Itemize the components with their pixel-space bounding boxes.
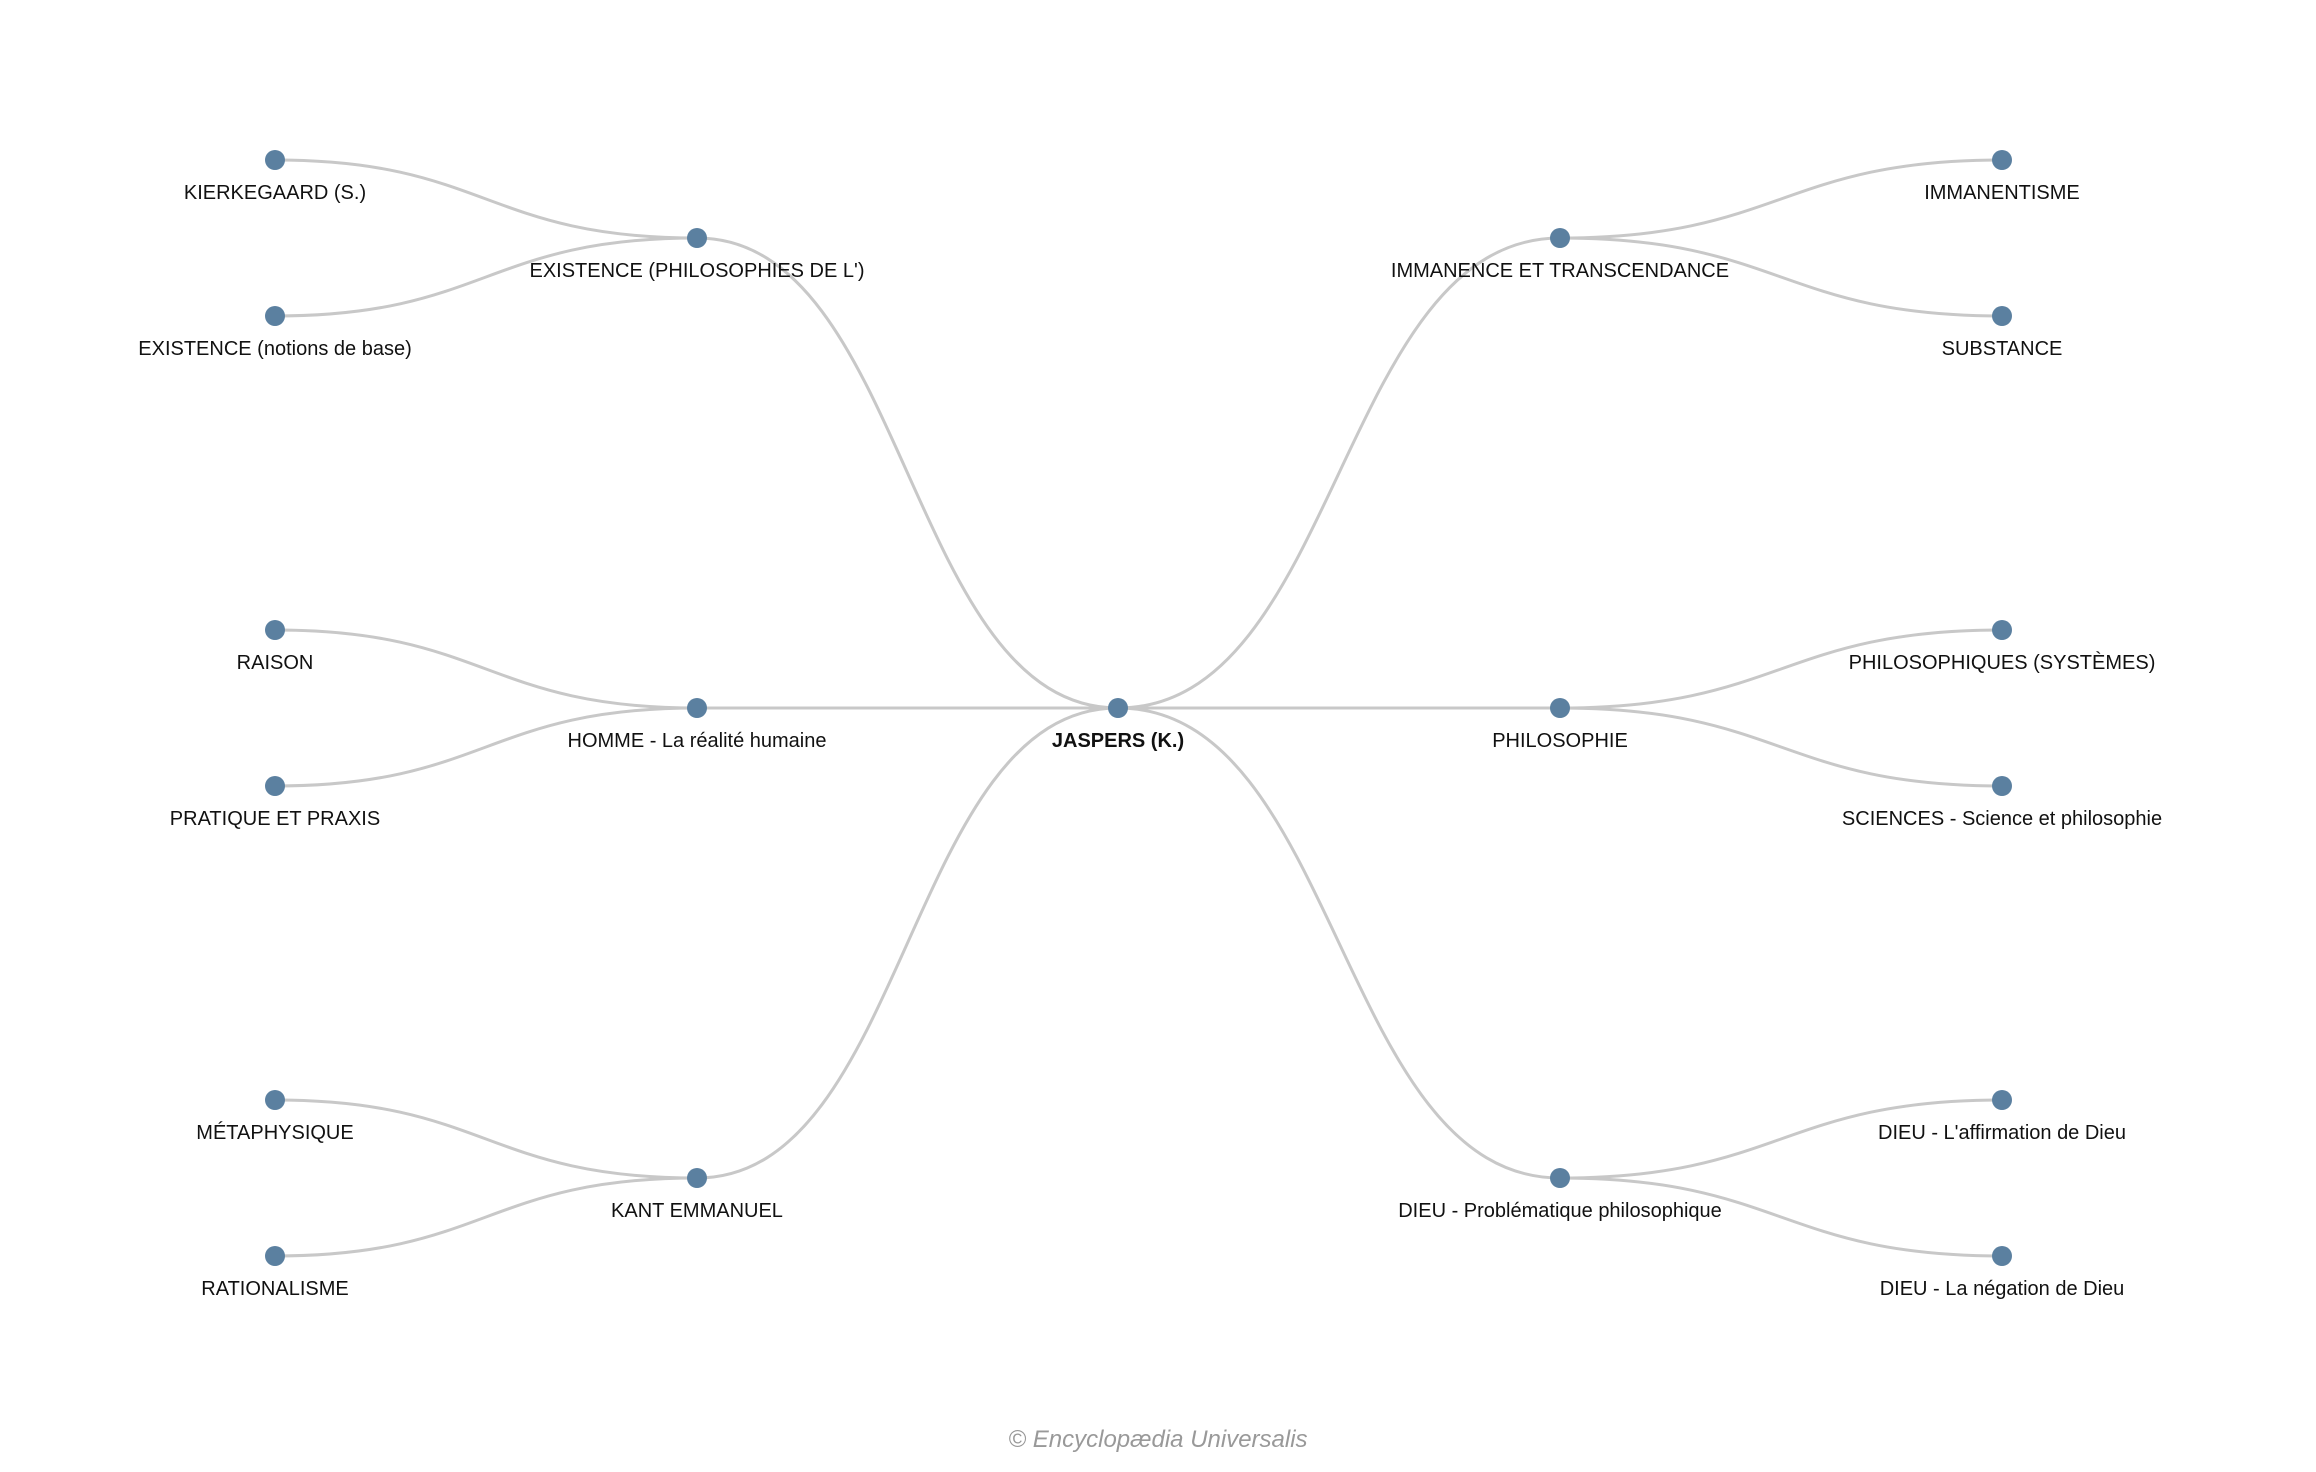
node-label[interactable]: RATIONALISME	[201, 1278, 348, 1300]
edge-homme-la-realite-humaine-to-pratique-et-praxis	[274, 706, 698, 788]
node-dot[interactable]	[265, 1246, 285, 1266]
node-dot[interactable]	[687, 1168, 707, 1188]
edge-existence-philosophies-de-l-to-kierkegaard-s	[274, 158, 698, 240]
node-label[interactable]: SUBSTANCE	[1942, 338, 2063, 360]
node-jaspers-k[interactable]: JASPERS (K.)	[1052, 698, 1184, 752]
node-philosophie[interactable]: PHILOSOPHIE	[1492, 698, 1628, 752]
edge-philosophie-to-philosophiques-systemes	[1559, 628, 2003, 710]
node-dot[interactable]	[265, 306, 285, 326]
node-dot[interactable]	[1992, 306, 2012, 326]
node-dot[interactable]	[1992, 1090, 2012, 1110]
node-pratique-et-praxis[interactable]: PRATIQUE ET PRAXIS	[170, 776, 380, 830]
node-label[interactable]: EXISTENCE (PHILOSOPHIES DE L')	[529, 260, 864, 282]
node-immanence-et-transcendance[interactable]: IMMANENCE ET TRANSCENDANCE	[1391, 228, 1729, 282]
node-substance[interactable]: SUBSTANCE	[1942, 306, 2063, 360]
node-dot[interactable]	[687, 698, 707, 718]
node-dot[interactable]	[265, 620, 285, 640]
edge-dieu-problematique-philosophique-to-dieu-l-affirmation-de-dieu	[1559, 1098, 2003, 1180]
node-label[interactable]: IMMANENCE ET TRANSCENDANCE	[1391, 260, 1729, 282]
node-label[interactable]: KANT EMMANUEL	[611, 1200, 783, 1222]
edge-root-to-kant-emmanuel	[696, 706, 1119, 1180]
edge-homme-la-realite-humaine-to-raison	[274, 628, 698, 710]
node-label[interactable]: PHILOSOPHIE	[1492, 730, 1628, 752]
node-dot[interactable]	[1992, 776, 2012, 796]
edges-layer	[274, 158, 2003, 1258]
node-dot[interactable]	[265, 1090, 285, 1110]
node-label[interactable]: RAISON	[237, 652, 314, 674]
node-dieu-l-affirmation-de-dieu[interactable]: DIEU - L'affirmation de Dieu	[1878, 1090, 2126, 1144]
edge-root-to-immanence-et-transcendance	[1117, 236, 1561, 710]
node-metaphysique[interactable]: MÉTAPHYSIQUE	[196, 1090, 354, 1144]
node-dot[interactable]	[265, 150, 285, 170]
node-label[interactable]: PRATIQUE ET PRAXIS	[170, 808, 380, 830]
node-dot[interactable]	[1992, 620, 2012, 640]
edge-root-to-dieu-problematique-philosophique	[1117, 706, 1561, 1180]
node-rationalisme[interactable]: RATIONALISME	[201, 1246, 349, 1300]
node-dot[interactable]	[1550, 698, 1570, 718]
node-dieu-la-negation-de-dieu[interactable]: DIEU - La négation de Dieu	[1880, 1246, 2125, 1300]
node-raison[interactable]: RAISON	[237, 620, 314, 674]
edge-philosophie-to-sciences-science-et-philosophie	[1559, 706, 2003, 788]
node-immanentisme[interactable]: IMMANENTISME	[1924, 150, 2080, 204]
node-label[interactable]: DIEU - Problématique philosophique	[1398, 1200, 1722, 1222]
edge-immanence-et-transcendance-to-immanentisme	[1559, 158, 2003, 240]
node-existence-philosophies-de-l[interactable]: EXISTENCE (PHILOSOPHIES DE L')	[529, 228, 865, 282]
node-label[interactable]: HOMME - La réalité humaine	[568, 730, 827, 752]
edge-kant-emmanuel-to-metaphysique	[274, 1098, 698, 1180]
node-dot[interactable]	[1550, 228, 1570, 248]
edge-immanence-et-transcendance-to-substance	[1559, 236, 2003, 318]
node-label[interactable]: EXISTENCE (notions de base)	[138, 338, 411, 360]
node-dot[interactable]	[687, 228, 707, 248]
node-homme-la-realite-humaine[interactable]: HOMME - La réalité humaine	[568, 698, 827, 752]
node-label[interactable]: IMMANENTISME	[1924, 182, 2080, 204]
node-dot[interactable]	[1992, 150, 2012, 170]
node-label[interactable]: PHILOSOPHIQUES (SYSTÈMES)	[1849, 651, 2156, 674]
node-label[interactable]: DIEU - La négation de Dieu	[1880, 1278, 2125, 1300]
node-dot[interactable]	[1108, 698, 1128, 718]
nodes-layer: EXISTENCE (PHILOSOPHIES DE L') KIERKEGAAR…	[138, 150, 2162, 1300]
node-sciences-science-et-philosophie[interactable]: SCIENCES - Science et philosophie	[1842, 776, 2162, 830]
node-existence-notions-de-base[interactable]: EXISTENCE (notions de base)	[138, 306, 412, 360]
edge-existence-philosophies-de-l-to-existence-notions-de-base	[274, 236, 698, 318]
edge-root-to-existence-philosophies-de-l	[696, 236, 1119, 710]
node-philosophiques-systemes[interactable]: PHILOSOPHIQUES (SYSTÈMES)	[1849, 620, 2156, 674]
node-dot[interactable]	[265, 776, 285, 796]
node-label[interactable]: JASPERS (K.)	[1052, 730, 1184, 752]
node-label[interactable]: DIEU - L'affirmation de Dieu	[1878, 1122, 2126, 1144]
edge-kant-emmanuel-to-rationalisme	[274, 1176, 698, 1258]
node-dot[interactable]	[1550, 1168, 1570, 1188]
node-dot[interactable]	[1992, 1246, 2012, 1266]
node-label[interactable]: MÉTAPHYSIQUE	[196, 1121, 353, 1144]
node-label[interactable]: SCIENCES - Science et philosophie	[1842, 808, 2162, 830]
node-kierkegaard-s[interactable]: KIERKEGAARD (S.)	[184, 150, 366, 204]
node-kant-emmanuel[interactable]: KANT EMMANUEL	[611, 1168, 783, 1222]
node-dieu-problematique-philosophique[interactable]: DIEU - Problématique philosophique	[1398, 1168, 1722, 1222]
copyright-notice: © Encyclopædia Universalis	[1008, 1426, 1308, 1453]
edge-dieu-problematique-philosophique-to-dieu-la-negation-de-dieu	[1559, 1176, 2003, 1258]
node-label[interactable]: KIERKEGAARD (S.)	[184, 182, 366, 204]
